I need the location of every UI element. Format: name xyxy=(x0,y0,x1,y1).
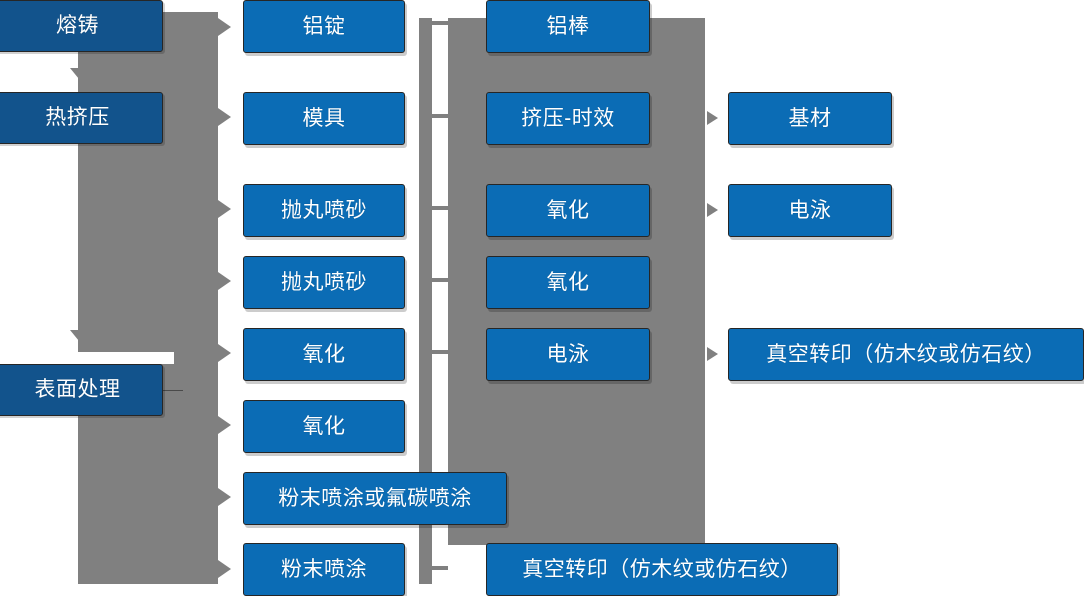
rung-oxidize-1 xyxy=(432,350,448,354)
arrow-down-extrude-to-surface xyxy=(70,330,88,341)
node-oxidation-1[interactable]: 氧化 xyxy=(243,328,405,381)
arrow-to-ingot xyxy=(218,18,231,36)
node-melt-cast[interactable]: 熔铸 xyxy=(0,0,163,52)
node-powder-coating[interactable]: 粉末喷涂 xyxy=(243,543,405,596)
rung-mold xyxy=(432,114,448,118)
node-mold[interactable]: 模具 xyxy=(243,92,405,145)
arrow-to-vacuum-print-1 xyxy=(707,347,718,361)
node-oxidation-4[interactable]: 氧化 xyxy=(486,256,650,309)
arrow-down-melt-to-extrude xyxy=(70,68,88,79)
rung-powder xyxy=(432,566,448,570)
arrow-to-electro-2 xyxy=(707,203,718,217)
arrow-to-powder xyxy=(218,560,231,578)
node-surface-treatment[interactable]: 表面处理 xyxy=(0,364,163,416)
connector-bar-detail xyxy=(419,18,432,584)
arrow-to-shotblast-1 xyxy=(218,200,231,218)
node-hot-extrude[interactable]: 热挤压 xyxy=(0,92,163,144)
connector-notch-surface-2 xyxy=(0,352,174,364)
arrow-to-mold xyxy=(218,108,231,126)
rung-ingot xyxy=(432,21,448,25)
node-ingot[interactable]: 铝锭 xyxy=(243,0,405,53)
arrow-to-oxidize-2 xyxy=(218,416,231,434)
arrow-to-oxidize-1 xyxy=(218,344,231,362)
node-shot-blasting-1[interactable]: 抛丸喷砂 xyxy=(243,184,405,237)
node-vacuum-transfer-print-2[interactable]: 真空转印（仿木纹或仿石纹） xyxy=(486,543,838,596)
arrow-to-powder-fluor xyxy=(218,488,231,506)
connector-stub-surface xyxy=(163,390,183,391)
node-extrusion-aging[interactable]: 挤压-时效 xyxy=(486,92,650,145)
node-oxidation-3[interactable]: 氧化 xyxy=(486,184,650,237)
node-oxidation-2[interactable]: 氧化 xyxy=(243,400,405,453)
arrow-to-substrate xyxy=(707,111,718,125)
arrow-to-shotblast-2 xyxy=(218,272,231,290)
node-electrophoresis-2[interactable]: 电泳 xyxy=(728,184,892,237)
node-shot-blasting-2[interactable]: 抛丸喷砂 xyxy=(243,256,405,309)
node-substrate[interactable]: 基材 xyxy=(728,92,892,145)
node-aluminium-rod[interactable]: 铝棒 xyxy=(486,0,650,53)
node-electrophoresis-1[interactable]: 电泳 xyxy=(486,328,650,381)
node-vacuum-transfer-print-1[interactable]: 真空转印（仿木纹或仿石纹） xyxy=(728,328,1084,381)
node-powder-or-fluorocarbon-coating[interactable]: 粉末喷涂或氟碳喷涂 xyxy=(243,472,507,525)
rung-shotblast-1 xyxy=(432,206,448,210)
rung-shotblast-2 xyxy=(432,278,448,282)
